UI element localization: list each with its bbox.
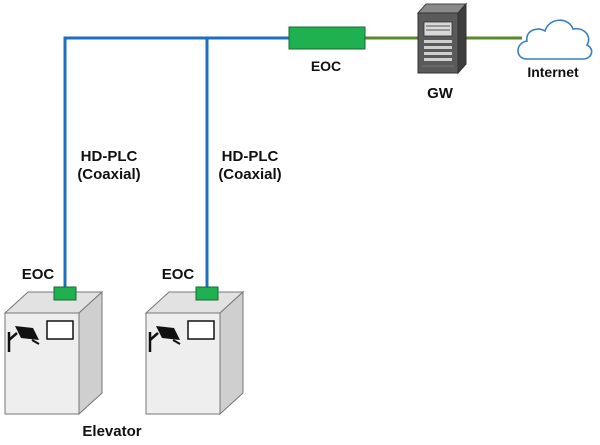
elevator-cabinet-right-icon — [144, 290, 245, 416]
security-camera-icon — [7, 326, 40, 352]
eoc-adapter-top-icon — [288, 26, 366, 50]
eoc-left-label: EOC — [22, 266, 55, 283]
security-camera-icon — [148, 326, 181, 352]
link2-label-line2: (Coaxial) — [218, 166, 281, 183]
link1-label-line2: (Coaxial) — [77, 166, 140, 183]
server-tower-icon — [416, 2, 468, 75]
eoc-top-label: EOC — [311, 58, 341, 74]
cloud-icon — [517, 19, 593, 60]
elevator-cabinet-left-icon — [3, 290, 104, 416]
eoc-middle-label: EOC — [162, 266, 195, 283]
coaxial-lines — [63, 36, 289, 287]
coax-line-main — [63, 36, 289, 287]
gateway-label: GW — [427, 85, 454, 102]
internet-label: Internet — [527, 64, 579, 80]
display-panel — [187, 320, 215, 340]
eoc-adapter-left-icon — [53, 286, 77, 301]
link1-label-line1: HD-PLC — [81, 148, 138, 165]
display-panel — [46, 320, 74, 340]
elevator-label: Elevator — [82, 423, 141, 440]
link2-label-line1: HD-PLC — [222, 148, 279, 165]
eoc-adapter-middle-icon — [195, 286, 219, 301]
